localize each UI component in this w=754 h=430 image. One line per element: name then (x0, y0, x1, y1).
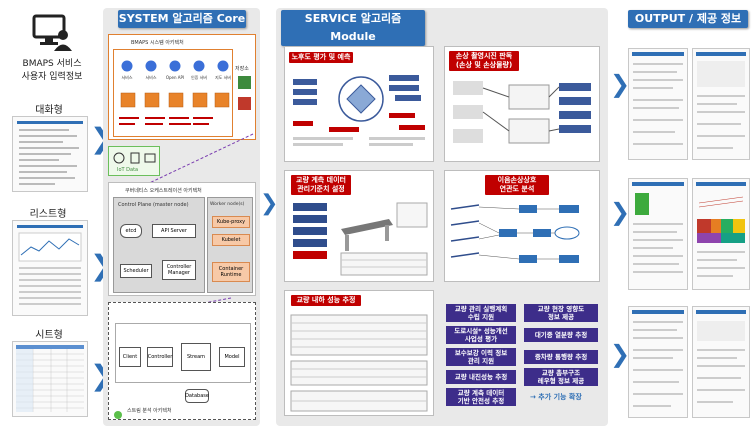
module-deterioration: 노후도 평가 및 예측 (284, 46, 434, 162)
service-banner: SERVICE 알고리즘 Module (281, 10, 425, 46)
runtime-node: Container Runtime (212, 262, 250, 282)
output-screen-1b (692, 48, 750, 160)
feature-6: 중차량 통행량 추정 (524, 350, 598, 364)
iot-label: IoT Data (117, 167, 139, 173)
module-damage-image: 손상 촬영시진 판독 (손상 및 손상물량) (444, 46, 600, 162)
stream-node-controller: Controller (147, 347, 173, 367)
arrow-chevron-output-2: ❯ (610, 198, 631, 226)
output-banner: OUTPUT / 제공 정보 (628, 10, 748, 28)
module-load-capacity: 교량 내하 성능 추정 (284, 290, 434, 416)
monitor-user-icon (32, 14, 72, 52)
feature-8: 교량 총부구조 레우형 정보 제공 (524, 368, 598, 386)
feature-5: 보수보강 이력 정보 관리 지원 (446, 348, 516, 366)
service-node-2-label: 서비스 (145, 75, 157, 80)
damage-image-diagram (449, 75, 597, 163)
service-node-3-label: Open API (165, 75, 185, 80)
k8s-label: 쿠버네티스 오케스트레이션 아키텍처 (125, 188, 202, 194)
module-load-capacity-title: 교량 내하 성능 추정 (291, 295, 361, 306)
list-type-screenshot (12, 220, 88, 316)
input-title-line1: BMAPS 서비스 (22, 59, 82, 69)
module-joint-damage-title: 이음손상상호 연관도 분석 (485, 175, 549, 195)
stream-architecture: Client Controller Stream Model Database … (108, 302, 256, 420)
iot-data-box: IoT Data (108, 146, 160, 176)
input-title-line2: 사용자 입력정보 (21, 72, 83, 82)
arrow-chevron-system-service: ❯ (260, 191, 279, 216)
joint-damage-diagram (449, 199, 597, 283)
module-damage-image-title: 손상 촬영시진 판독 (손상 및 손상물량) (449, 51, 519, 71)
output-screen-2b (692, 178, 750, 290)
feature-2: 교량 현장 영향도 정보 제공 (524, 304, 598, 322)
type-label-list: 리스트형 (29, 209, 67, 220)
etcd-node: etcd (120, 224, 142, 238)
worker-label: Worker node(s) (210, 202, 245, 207)
kubernetes-architecture: 쿠버네티스 오케스트레이션 아키텍처 Control Plane (master… (108, 182, 256, 296)
orange-border-box (113, 49, 233, 137)
type-label-sheet: 시트형 (35, 330, 63, 341)
service-node-4: 인증 서버 (189, 57, 209, 81)
service-node-1: 서비스 (117, 57, 137, 81)
feature-3: 도로시설* 성능개선 사업성 평가 (446, 326, 516, 344)
feature-9: 교량 계측 데이터 기반 안전성 추정 (446, 388, 516, 406)
input-title: BMAPS 서비스 사용자 입력정보 (14, 56, 90, 82)
stream-node-client: Client (119, 347, 141, 367)
dialog-type-screenshot (12, 116, 88, 192)
server-cubes (117, 91, 233, 111)
service-node-1-label: 서비스 (121, 75, 133, 80)
module-joint-damage: 이음손상상호 연관도 분석 (444, 170, 600, 282)
bmaps-architecture: BMAPS 시스템 아키텍처 서비스 서비스 Open API 인증 서버 지도… (108, 34, 256, 140)
module-deterioration-title: 노후도 평가 및 예측 (289, 52, 353, 63)
controller-manager-node: Controller Manager (162, 260, 196, 280)
stream-inner-box (115, 323, 251, 383)
type-label-dialog: 대화형 (35, 105, 63, 116)
service-row: 서비스 서비스 Open API 인증 서버 지도 서버 (117, 57, 233, 81)
deterioration-diagram (289, 65, 431, 163)
output-screen-1a (628, 48, 688, 160)
service-node-5: 지도 서버 (213, 57, 233, 81)
control-plane-box: Control Plane (master node) etcd API Ser… (113, 197, 205, 293)
api-server-node: API Server (152, 224, 196, 238)
load-capacity-table (289, 313, 431, 417)
scheduler-node: Scheduler (120, 264, 152, 278)
more-features-label: → 추가 기능 확장 (530, 393, 582, 401)
system-banner: SYSTEM 알고리즘 Core (118, 10, 246, 28)
storage-label: 저장소 (235, 66, 249, 72)
bmaps-label: BMAPS 시스템 아키텍처 (131, 40, 184, 46)
stream-node-model: Model (219, 347, 245, 367)
arrow-chevron-output-3: ❯ (610, 340, 631, 368)
sensor-icons (113, 150, 157, 169)
control-plane-label: Control Plane (master node) (118, 202, 189, 208)
output-screen-3b (692, 306, 750, 418)
service-node-3: Open API (165, 57, 185, 81)
feature-1: 교량 관리 실행계획 수립 지원 (446, 304, 516, 322)
kube-proxy-node: Kube-proxy (212, 216, 250, 228)
feature-4: 대기중 열분량 추정 (524, 328, 598, 342)
service-node-5-label: 지도 서버 (215, 75, 231, 80)
worker-node-box: Worker node(s) Kube-proxy Kubelet Contai… (207, 197, 253, 293)
service-node-2: 서비스 (141, 57, 161, 81)
storage-icon (237, 75, 253, 119)
module-measurement-title: 교량 계측 데이터 관리기준치 설정 (291, 175, 351, 195)
service-text-rows (117, 115, 233, 137)
kubelet-node: Kubelet (212, 234, 250, 246)
stream-node-stream: Stream (181, 343, 211, 371)
stream-logo-icon (113, 405, 123, 424)
module-measurement: 교량 계측 데이터 관리기준치 설정 (284, 170, 434, 282)
feature-7: 교량 내진성능 추정 (446, 370, 516, 384)
output-screen-2a (628, 178, 688, 290)
measurement-diagram (289, 199, 431, 283)
database-node: Database (185, 389, 209, 403)
service-node-4-label: 인증 서버 (191, 75, 207, 80)
sheet-type-screenshot (12, 341, 88, 417)
arrow-chevron-output-1: ❯ (610, 70, 631, 98)
stream-label: 스트림 분석 아키텍처 (127, 408, 172, 414)
output-screen-3a (628, 306, 688, 418)
